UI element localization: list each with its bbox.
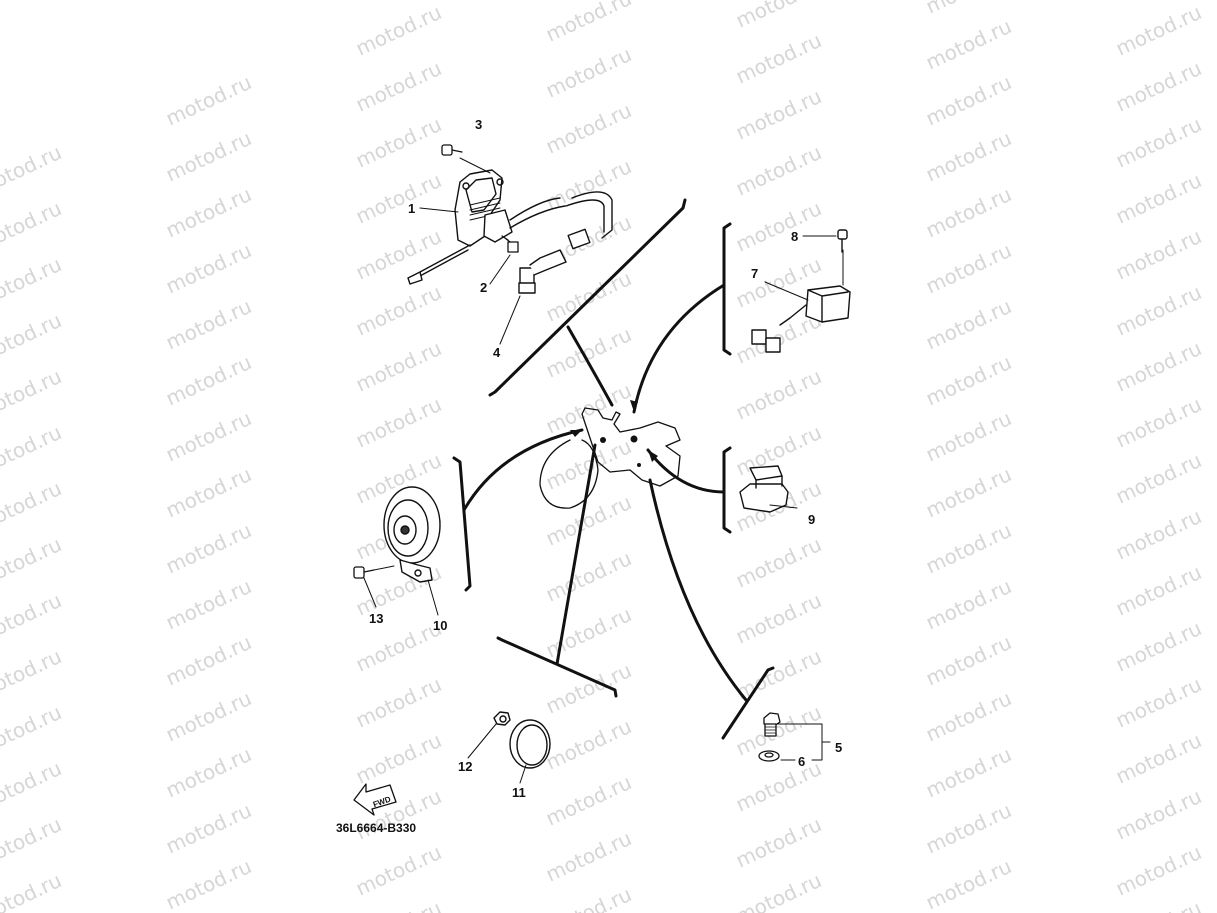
harness-lines bbox=[452, 198, 775, 740]
ignition-coil-part bbox=[407, 169, 613, 285]
callout-6: 6 bbox=[798, 754, 805, 769]
bolt-2-part bbox=[501, 235, 519, 253]
callout-5: 5 bbox=[835, 740, 842, 755]
horn-part bbox=[383, 486, 441, 583]
bolt-13-part bbox=[353, 565, 395, 579]
callout-4: 4 bbox=[493, 345, 501, 360]
bolt-3-part bbox=[441, 144, 463, 156]
regulator-part bbox=[739, 465, 789, 513]
callout-10: 10 bbox=[433, 618, 447, 633]
forward-direction-icon: FWD bbox=[353, 783, 397, 816]
callout-13: 13 bbox=[369, 611, 383, 626]
harness-arrowheads bbox=[570, 400, 658, 467]
drawing-code: 36L6664-B330 bbox=[336, 821, 416, 835]
callout-2: 2 bbox=[480, 280, 487, 295]
nut-12-part bbox=[493, 711, 511, 726]
callout-labels: 1 2 3 4 5 6 7 8 9 10 11 12 13 36L6664-B3… bbox=[336, 117, 842, 835]
callout-12: 12 bbox=[458, 759, 472, 774]
callout-7: 7 bbox=[751, 266, 758, 281]
cap-11-part bbox=[509, 719, 551, 769]
leader-lines bbox=[363, 157, 837, 784]
callout-1: 1 bbox=[408, 201, 415, 216]
spark-plug-cap-part bbox=[518, 228, 591, 294]
callout-9: 9 bbox=[808, 512, 815, 527]
callout-11: 11 bbox=[512, 785, 526, 800]
bolt-5-part bbox=[763, 712, 781, 737]
relay-part bbox=[751, 229, 851, 353]
washer-6-part bbox=[758, 750, 780, 762]
callout-3: 3 bbox=[475, 117, 482, 132]
motorcycle-locator-icon bbox=[539, 407, 681, 509]
callout-8: 8 bbox=[791, 229, 798, 244]
